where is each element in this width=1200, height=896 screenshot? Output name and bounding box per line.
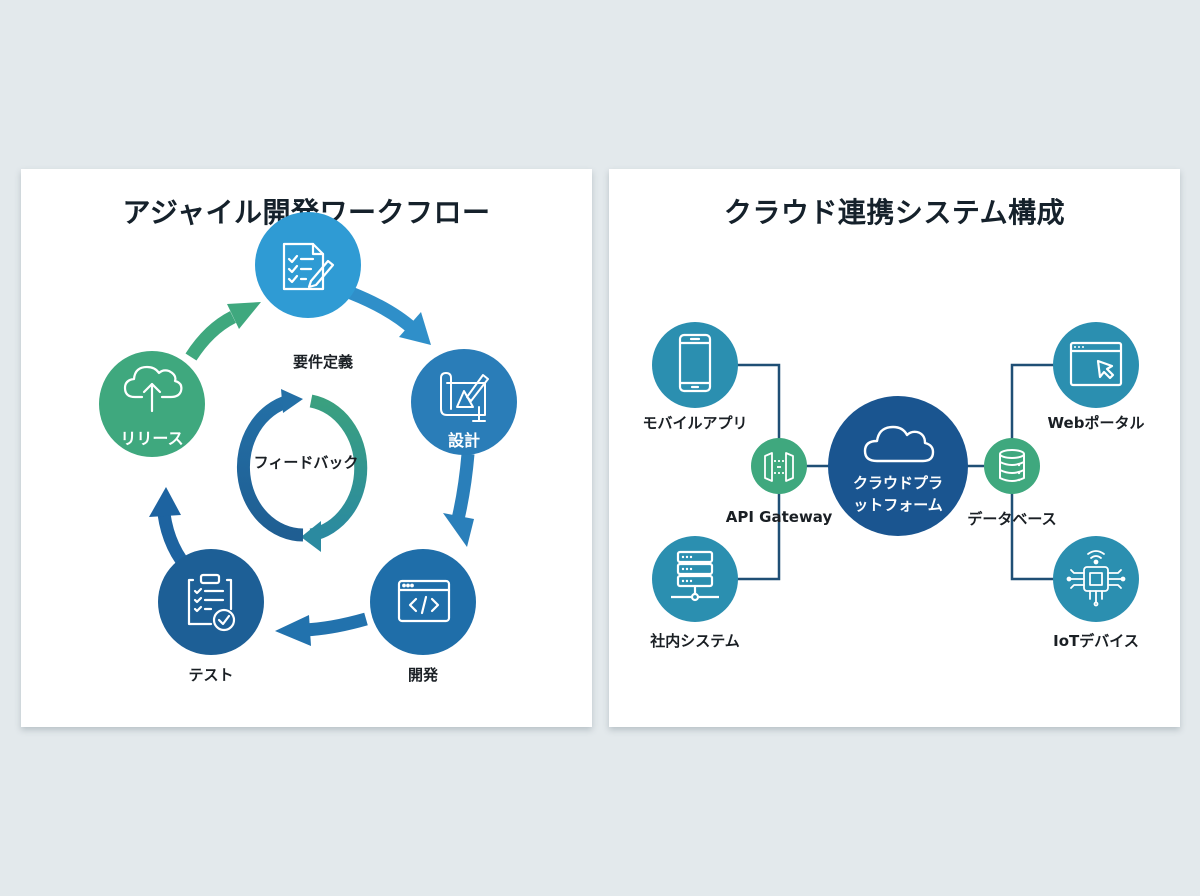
agile-workflow-panel: アジャイル開発ワークフロー (21, 169, 592, 727)
code-window-icon (397, 579, 451, 623)
stage-test-label: テスト (188, 666, 234, 684)
hub-database-node[interactable] (984, 438, 1040, 494)
cloud-platform-label: クラウドプラ ットフォーム (853, 472, 943, 516)
stage-release-node[interactable] (99, 351, 205, 457)
smartphone-icon (678, 333, 712, 393)
chip-wireless-icon (1066, 550, 1126, 607)
connector-database-to-iot (1010, 491, 1055, 581)
document-checklist-pencil-icon (282, 242, 335, 291)
arrow-requirements-to-design (348, 286, 431, 345)
endpoint-iot-device-node[interactable] (1053, 536, 1139, 622)
endpoint-internal-system-node[interactable] (652, 536, 738, 622)
hub-database-label: データベース (967, 510, 1057, 528)
feedback-label: フィードバック (253, 453, 359, 472)
stage-design-node[interactable] (411, 349, 517, 455)
endpoint-internal-system-label: 社内システム (650, 632, 740, 650)
endpoint-iot-device-label: IoTデバイス (1053, 632, 1139, 650)
cloud-platform-label-line2: ットフォーム (853, 496, 943, 514)
endpoint-web-portal-label: Webポータル (1047, 414, 1145, 432)
stage-requirements-label: 要件定義 (292, 353, 354, 371)
arrow-development-to-test (275, 612, 368, 646)
hub-api-gateway-node[interactable] (751, 438, 807, 494)
cloud-upload-icon (123, 365, 183, 413)
cloud-architecture-diagram (652, 322, 1139, 622)
blueprint-pencil-icon (440, 372, 489, 422)
clipboard-check-icon (187, 573, 236, 632)
feedback-cycle-icon (236, 389, 368, 552)
endpoint-web-portal-node[interactable] (1053, 322, 1139, 408)
agile-workflow-diagram (99, 212, 517, 655)
connector-internal-to-gateway (736, 491, 781, 581)
stage-requirements-node[interactable] (255, 212, 361, 318)
stage-design-label: 設計 (447, 431, 481, 450)
connector-database-to-web (1010, 363, 1055, 441)
browser-cursor-icon (1069, 341, 1123, 387)
database-icon (999, 449, 1025, 482)
cloud-architecture-title: クラウド連携システム構成 (723, 196, 1066, 229)
arrow-release-to-requirements (185, 302, 261, 361)
gateway-icon (764, 452, 794, 482)
stage-test-node[interactable] (158, 549, 264, 655)
endpoint-mobile-app-node[interactable] (652, 322, 738, 408)
cloud-architecture-panel: クラウド連携システム構成 (609, 169, 1180, 727)
stage-release-label: リリース (120, 429, 184, 448)
endpoint-mobile-app-label: モバイルアプリ (642, 414, 748, 432)
connector-mobile-to-gateway (736, 363, 781, 441)
stage-development-node[interactable] (370, 549, 476, 655)
hub-api-gateway-label: API Gateway (725, 508, 833, 526)
arrow-design-to-development (443, 453, 475, 547)
stage-development-label: 開発 (407, 666, 439, 684)
cloud-icon (863, 425, 935, 463)
cloud-platform-node[interactable] (828, 396, 968, 536)
server-icon (671, 550, 719, 602)
cloud-platform-label-line1: クラウドプラ (852, 474, 944, 492)
